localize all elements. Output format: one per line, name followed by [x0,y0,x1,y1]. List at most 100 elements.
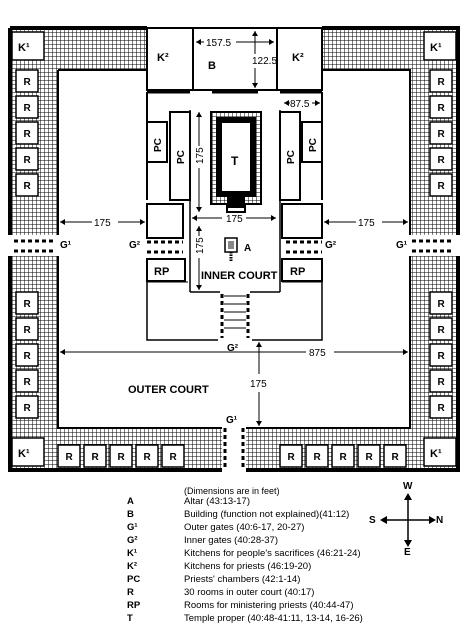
room-r-label: R [24,155,32,166]
svg-text:A: A [244,243,251,254]
gate-g2-west: G² [325,240,337,251]
kitchen-k1-ne: K¹ [423,31,457,61]
dimension-875: 875 [60,348,408,359]
gate-g1-west: G¹ [396,240,408,251]
legend-code: R [127,587,134,598]
dimension-175-temple: 175 [195,112,206,212]
room-r-label: R [92,452,100,463]
svg-text:875: 875 [309,348,326,359]
room-r-label: R [24,181,32,192]
svg-text:K¹: K¹ [18,448,30,460]
room-r-label: R [438,103,446,114]
gate-g2-south: G² [227,343,239,354]
legend-description: Building (function not explained)(41:12) [184,509,350,520]
room-r-label: R [24,377,32,388]
kitchen-k2-left: K² [146,27,194,91]
legend-description: Kitchens for priests (46:19-20) [184,561,312,572]
room-r: R [429,317,453,341]
dimension-175-inner: 175 [192,214,276,225]
gate-g1-east: G¹ [60,240,72,251]
compass-e: E [404,547,411,558]
svg-text:K¹: K¹ [18,42,30,54]
room-r: R [15,121,39,145]
svg-text:175: 175 [250,379,267,390]
gate-g2-east: G² [129,240,141,251]
inner-gate-dashes [147,240,322,338]
gate-g1-south: G¹ [226,415,238,426]
legend-title: (Dimensions are in feet) [184,486,280,496]
room-r-label: R [24,77,32,88]
svg-text:87.5: 87.5 [290,99,310,110]
room-r: R [15,69,39,93]
svg-text:PC: PC [153,138,164,152]
room-r-label: R [24,325,32,336]
svg-text:175: 175 [358,218,375,229]
room-r: R [161,444,185,468]
room-r-label: R [438,377,446,388]
dimension-175-outer: 175 [250,342,267,426]
compass-s: S [369,515,376,526]
room-r: R [15,95,39,119]
compass-n: N [436,515,444,526]
legend-description: Kitchens for people's sacrifices (46:21-… [184,548,361,559]
svg-text:122.5: 122.5 [252,56,277,67]
legend-code: RP [127,600,141,611]
legend-description: Temple proper (40:48-41:11, 13-14, 16-26… [184,613,363,624]
room-r-label: R [438,77,446,88]
room-r: R [15,343,39,367]
svg-text:PC: PC [176,150,187,164]
legend-description: 30 rooms in outer court (40:17) [184,587,315,598]
priests-chamber-right-inner: PC [279,111,301,201]
room-r: R [383,444,407,468]
legend-code: G² [127,535,138,546]
altar: A [224,237,251,262]
room-r-label: R [24,403,32,414]
legend-description: Inner gates (40:28-37) [184,535,279,546]
priests-chamber-right-outer: PC [301,121,323,163]
legend-item: G² Inner gates (40:28-37) [0,535,380,548]
kitchen-k1-sw: K¹ [11,437,45,467]
svg-text:175: 175 [195,147,206,164]
legend-code: K² [127,561,138,572]
svg-text:K²: K² [292,52,304,64]
room-r-label: R [118,452,126,463]
kitchen-k1-se: K¹ [423,437,457,467]
room-r: R [429,69,453,93]
room-r: R [429,343,453,367]
legend-code: T [127,613,133,624]
room-r-label: R [288,452,296,463]
svg-text:175: 175 [226,214,243,225]
legend-code: G¹ [127,522,138,533]
svg-text:K²: K² [157,52,169,64]
svg-text:K¹: K¹ [430,42,442,54]
room-r: R [15,173,39,197]
priests-chamber-left-outer: PC [146,121,168,163]
room-r: R [357,444,381,468]
room-r-label: R [144,452,152,463]
room-r-label: R [438,155,446,166]
rooms-priests-left: RP [146,258,186,282]
compass-w: W [403,481,413,492]
room-r: R [57,444,81,468]
dimension-122-5: 122.5 [252,31,277,88]
room-r: R [429,173,453,197]
svg-text:B: B [208,60,216,72]
room-r: R [135,444,159,468]
room-r: R [15,317,39,341]
priests-chamber-left-inner: PC [169,111,191,201]
svg-text:PC: PC [308,138,319,152]
room-r-label: R [438,129,446,140]
dimension-87-5: 87.5 [284,99,320,110]
room-r-label: R [314,452,322,463]
room-r: R [109,444,133,468]
inner-court-label: INNER COURT [201,270,278,282]
legend-item: R 30 rooms in outer court (40:17) [0,587,380,600]
